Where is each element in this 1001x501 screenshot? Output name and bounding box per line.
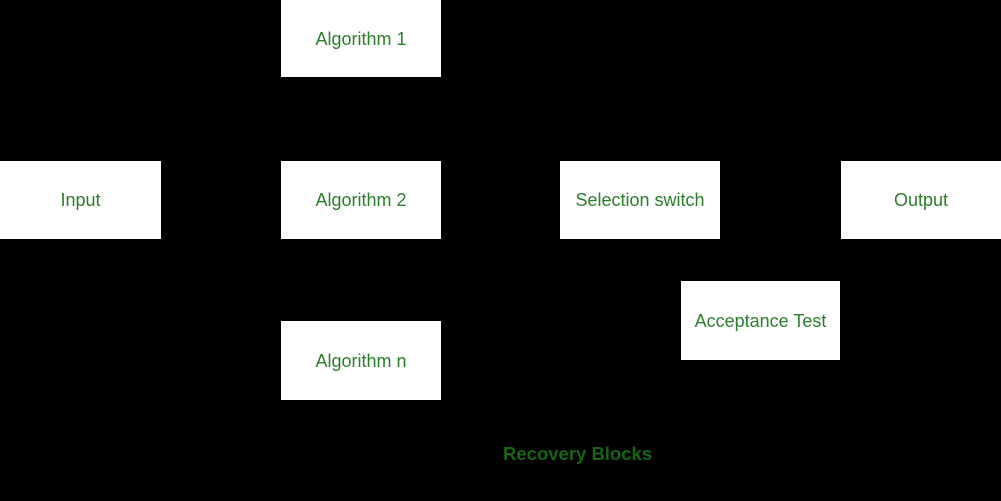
node-input: Input xyxy=(0,161,161,239)
node-algorithm-2-label: Algorithm 2 xyxy=(315,190,407,210)
node-selection-switch: Selection switch xyxy=(560,161,720,239)
node-algorithm-2: Algorithm 2 xyxy=(281,161,441,239)
node-selection-switch-label: Selection switch xyxy=(575,190,705,210)
diagram-caption: Recovery Blocks xyxy=(503,443,653,464)
node-acceptance-test: Acceptance Test xyxy=(681,281,840,360)
node-algorithm-n-label: Algorithm n xyxy=(315,350,407,371)
node-input-label: Input xyxy=(60,190,101,210)
node-output-label: Output xyxy=(893,190,949,210)
node-algorithm-n: Algorithm n xyxy=(281,321,441,400)
node-algorithm-1-label: Algorithm 1 xyxy=(315,28,407,49)
node-acceptance-test-label: Acceptance Test xyxy=(694,310,827,331)
node-algorithm-1: Algorithm 1 xyxy=(281,0,441,77)
node-output: Output xyxy=(841,161,1001,239)
